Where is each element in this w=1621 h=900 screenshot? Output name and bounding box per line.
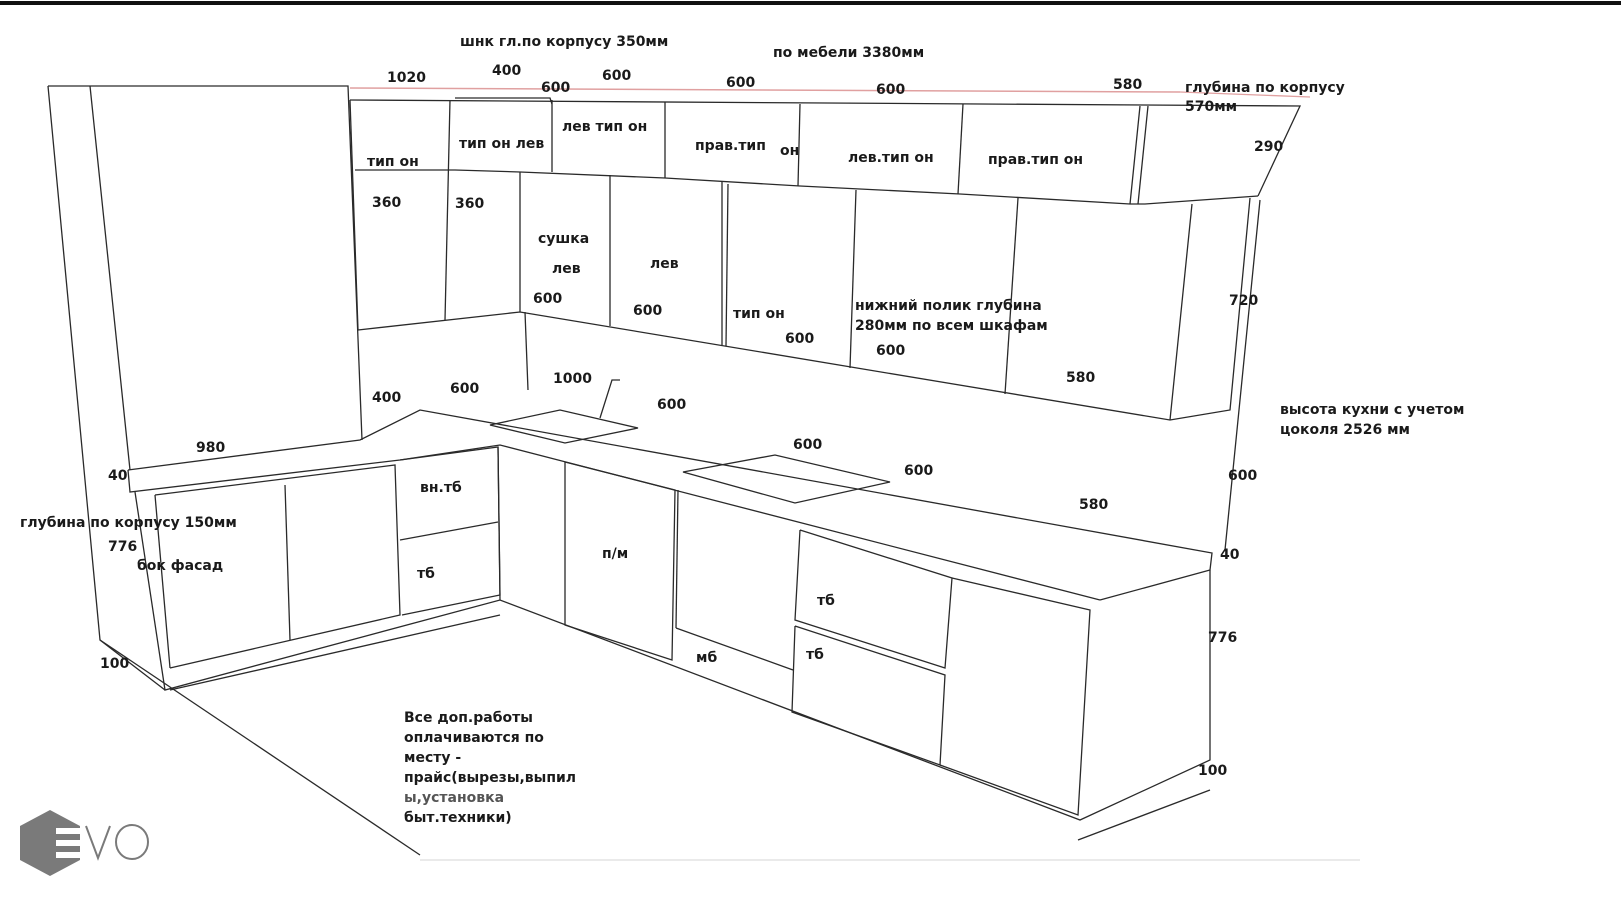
dim-label: 600 <box>793 437 823 453</box>
cabinet-label: тб <box>806 647 824 663</box>
additional-works-note: Все доп.работы оплачиваются по месту - п… <box>404 708 614 828</box>
total-length-label: по мебели 3380мм <box>773 45 925 61</box>
cabinet-label: тип он <box>367 154 419 170</box>
dim-label: 1000 <box>553 371 592 387</box>
shelf-note-1: нижний полик глубина <box>855 298 1042 314</box>
cabinet-label: лев.тип он <box>848 150 934 166</box>
dim-label: 290 <box>1254 139 1284 155</box>
note-line: Все доп.работы <box>404 710 533 726</box>
cabinet-label: п/м <box>602 546 629 562</box>
cabinet-label: 600 <box>785 331 815 347</box>
dim-label: 720 <box>1229 293 1259 309</box>
dimension-line <box>349 87 1181 93</box>
note-line: месту - <box>404 750 462 766</box>
cabinet-label: 580 <box>1066 370 1096 386</box>
upper-cabinets <box>357 172 1261 551</box>
cabinet-label: 360 <box>455 196 485 212</box>
kitchen-height-label-1: высота кухни с учетом <box>1280 402 1465 418</box>
evo-logo <box>20 810 149 876</box>
cabinet-label: прав.тип <box>695 138 766 154</box>
note-line: оплачиваются по <box>404 730 544 746</box>
dim-label: 600 <box>1228 468 1258 484</box>
upper-depth-label: шнк гл.по корпусу 350мм <box>460 34 669 50</box>
left-depth-label: глубина по корпусу 150мм <box>20 515 237 531</box>
right-depth-label-2: 570мм <box>1185 99 1238 115</box>
dim-label: 600 <box>904 463 934 479</box>
dim-label: 400 <box>492 63 522 79</box>
dim-label: 776 <box>1208 630 1238 646</box>
right-depth-label-1: глубина по корпусу <box>1185 80 1345 96</box>
cabinet-label: лев тип он <box>562 119 648 135</box>
note-line: прайс(вырезы,выпил <box>404 770 577 786</box>
dim-label: 1020 <box>387 70 426 86</box>
dim-label: 600 <box>726 75 756 91</box>
dim-label: 580 <box>1113 77 1143 93</box>
dim-label: 600 <box>602 68 632 84</box>
note-line: быт.техники) <box>404 810 512 826</box>
cabinet-label: сушка <box>538 231 590 247</box>
cabinet-label: бок фасад <box>137 558 224 574</box>
dim-label: 580 <box>1079 497 1109 513</box>
dim-label: 980 <box>196 440 226 456</box>
cabinet-label: лев <box>552 261 581 277</box>
dim-label: 600 <box>876 82 906 98</box>
cabinet-label: 600 <box>533 291 563 307</box>
dim-label: 776 <box>108 539 138 555</box>
upper-mezzanine-row <box>349 97 1302 331</box>
dim-label: 600 <box>657 397 687 413</box>
sink <box>489 409 639 444</box>
dim-label: 40 <box>108 468 128 484</box>
cabinet-label: 360 <box>372 195 402 211</box>
dim-label: 100 <box>1198 763 1228 779</box>
cabinet-label: тб <box>417 566 435 582</box>
dim-label: 40 <box>1220 547 1240 563</box>
shelf-note-2: 280мм по всем шкафам <box>855 318 1048 334</box>
cabinet-label: вн.тб <box>420 480 462 496</box>
dim-label: 600 <box>541 80 571 96</box>
hob <box>682 454 891 504</box>
kitchen-height-label-2: цоколя 2526 мм <box>1280 422 1410 438</box>
cabinet-label: мб <box>696 650 718 666</box>
dim-label: 400 <box>372 390 402 406</box>
base-cabinets <box>99 446 1360 861</box>
cabinet-label: 600 <box>876 343 906 359</box>
cabinet-label: лев <box>650 256 679 272</box>
cabinet-label: 600 <box>633 303 663 319</box>
cabinet-label: тип он <box>733 306 785 322</box>
cabinet-label: тип он лев <box>459 136 545 152</box>
cabinet-label: тб <box>817 593 835 609</box>
tall-cabinet <box>47 85 363 691</box>
dim-label: 100 <box>100 656 130 672</box>
dim-label: 600 <box>450 381 480 397</box>
cabinet-label: прав.тип он <box>988 152 1084 168</box>
note-line: ы,установка <box>404 790 505 806</box>
cabinet-label: он <box>780 143 800 159</box>
dimension-line <box>1179 91 1311 98</box>
